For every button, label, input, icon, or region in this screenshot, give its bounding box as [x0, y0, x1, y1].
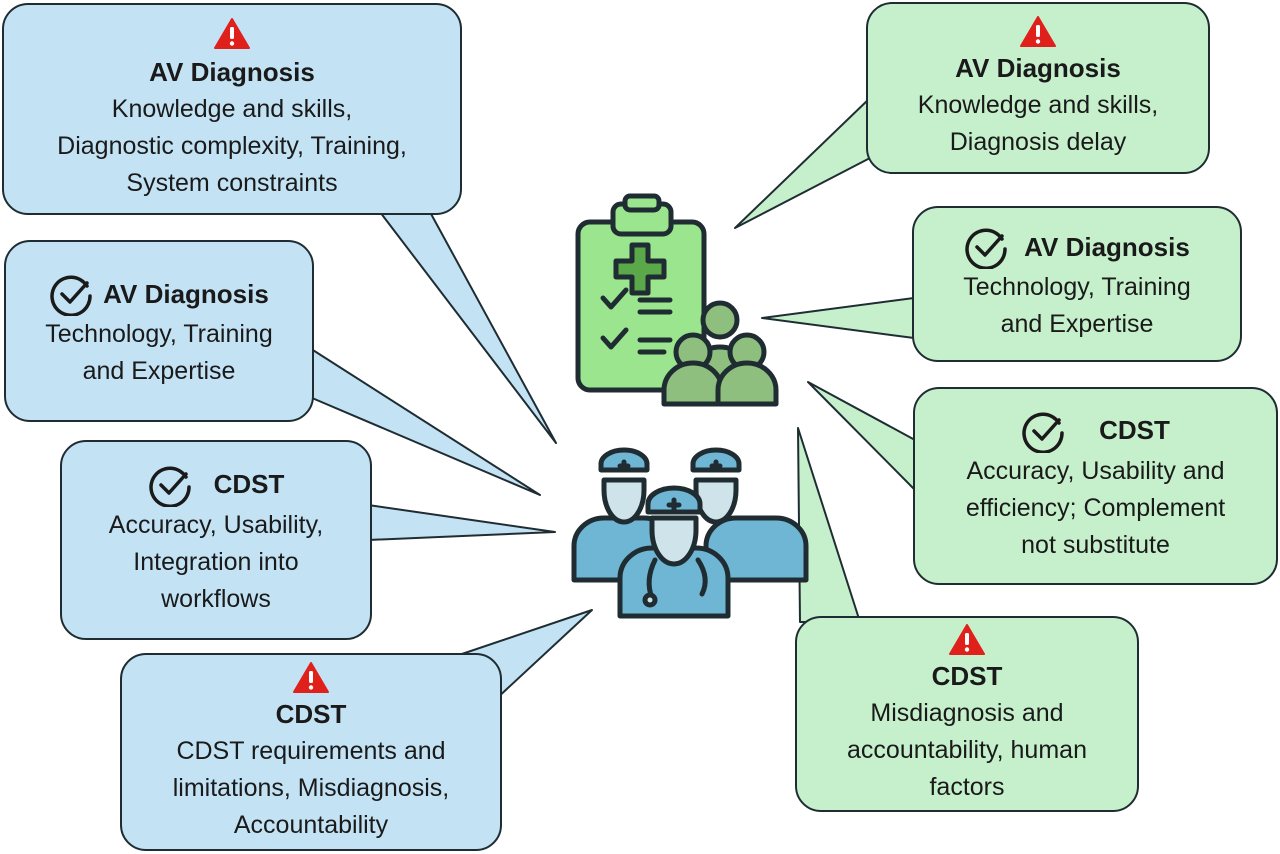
callout-text: Misdiagnosis and accountability, human f… — [847, 698, 1087, 801]
callout-title: CDST — [1099, 415, 1170, 445]
callout-text: Technology, Training and Expertise — [963, 273, 1191, 338]
callout-title: CDST — [213, 469, 285, 499]
callout-tail-r4 — [797, 427, 861, 623]
callout-title: CDST — [931, 660, 1003, 691]
check-circle-icon — [50, 275, 92, 316]
callout-text: Knowledge and skills, Diagnosis delay — [917, 91, 1159, 156]
warning-triangle-icon — [949, 623, 985, 655]
callout-title: CDST — [275, 698, 347, 729]
callout-tail-r2 — [761, 297, 915, 339]
check-circle-icon — [148, 466, 191, 507]
callout-left-1: AV Diagnosis Knowledge and skills, Diagn… — [2, 3, 462, 215]
callout-text: CDST requirements and limitations, Misdi… — [172, 736, 450, 839]
callout-title-row: CDST — [148, 463, 285, 507]
callout-title: AV Diagnosis — [955, 53, 1121, 83]
callout-right-2: AV Diagnosis Technology, Training and Ex… — [912, 206, 1242, 362]
callout-text: Knowledge and skills, Diagnostic complex… — [57, 94, 407, 197]
check-circle-icon — [1022, 412, 1064, 453]
callout-title: AV Diagnosis — [103, 278, 269, 309]
callout-text: Accuracy, Usability and efficiency; Comp… — [965, 456, 1226, 559]
callout-text: Accuracy, Usability, Integration into wo… — [108, 510, 324, 613]
warning-triangle-icon — [214, 17, 250, 49]
callout-left-2: AV Diagnosis Technology, Training and Ex… — [4, 240, 314, 422]
callout-right-3: CDST Accuracy, Usability and efficiency;… — [913, 387, 1278, 585]
callout-title-row: CDST — [1021, 409, 1170, 453]
clipboard-medical-team-icon — [575, 193, 779, 407]
callout-title: AV Diagnosis — [149, 56, 315, 87]
callout-title-row: AV Diagnosis — [964, 225, 1190, 269]
callout-title: AV Diagnosis — [1024, 231, 1190, 262]
callout-left-4: CDST CDST requirements and limitations, … — [120, 653, 502, 851]
warning-triangle-icon — [293, 661, 329, 693]
callout-left-3: CDST Accuracy, Usability, Integration in… — [60, 440, 372, 640]
doctor-center-icon — [617, 485, 731, 619]
warning-triangle-icon — [1020, 16, 1056, 47]
callout-text: Technology, Training and Expertise — [45, 320, 273, 385]
doctor-right-icon — [690, 447, 809, 583]
check-circle-icon — [965, 228, 1007, 269]
callout-tail-r1 — [734, 97, 871, 229]
doctor-group-icon — [571, 447, 809, 619]
callout-tail-l1 — [379, 211, 557, 444]
callout-tail-r3 — [807, 381, 916, 491]
callout-right-1: AV Diagnosis Knowledge and skills, Diagn… — [866, 2, 1210, 174]
callout-title-row: AV Diagnosis — [49, 272, 269, 316]
callout-tail-l3 — [367, 504, 556, 541]
callout-right-4: CDST Misdiagnosis and accountability, hu… — [795, 616, 1139, 812]
